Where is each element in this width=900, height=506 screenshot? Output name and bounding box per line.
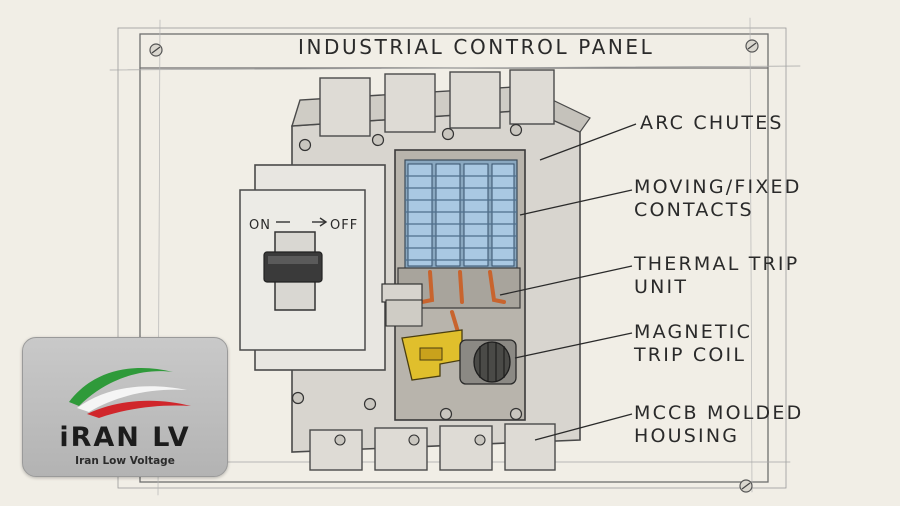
label-magnetic-line-2: TRIP COIL [634, 344, 747, 366]
contacts-assembly [381, 267, 521, 334]
screw-icon [371, 133, 385, 147]
switch-on-label: ON [249, 218, 271, 233]
toggle-switch [263, 217, 328, 311]
label-contacts-line-1: MOVING/FIXED [634, 176, 802, 198]
magnetic-trip-coil [401, 329, 517, 385]
leader-lines [499, 123, 637, 441]
screw-icon [474, 434, 486, 446]
label-housing: MCCB MOLDED HOUSING [634, 402, 803, 448]
screw-icon [334, 434, 346, 446]
logo-brand-text: iRAN LV [59, 422, 191, 453]
label-arc-chutes: ARC CHUTES [640, 112, 784, 135]
diagram-title: INDUSTRIAL CONTROL PANEL [298, 35, 655, 59]
label-housing-line-1: MCCB MOLDED [634, 402, 804, 424]
label-thermal-line-1: THERMAL TRIP [634, 253, 800, 275]
label-contacts: MOVING/FIXED CONTACTS [634, 176, 802, 222]
screw-icon [509, 123, 523, 137]
label-thermal-line-2: UNIT [634, 276, 689, 298]
logo-tagline: Iran Low Voltage [75, 455, 175, 467]
switch-off-label: OFF [330, 218, 359, 233]
screw-icon [298, 138, 312, 152]
label-magnetic-trip: MAGNETIC TRIP COIL [634, 321, 752, 367]
frame-screw-icons [149, 39, 759, 493]
housing-screw-icons [291, 123, 523, 446]
label-thermal-trip: THERMAL TRIP UNIT [634, 253, 799, 299]
label-magnetic-line-1: MAGNETIC [634, 321, 753, 343]
screw-icon [291, 391, 305, 405]
label-arc-chutes-line-1: ARC CHUTES [640, 112, 784, 134]
iran-lv-logo-card: iRAN LV Iran Low Voltage [22, 337, 228, 477]
screw-icon [745, 39, 759, 53]
screw-icon [509, 407, 523, 421]
screw-icon [149, 43, 163, 57]
iran-lv-logo-icon [69, 367, 191, 418]
label-contacts-line-2: CONTACTS [634, 199, 754, 221]
screw-icon [439, 407, 453, 421]
screw-icon [441, 127, 455, 141]
screw-icon [408, 434, 420, 446]
arc-chute-stack [404, 159, 518, 271]
label-housing-line-2: HOUSING [634, 425, 740, 447]
screw-icon [363, 397, 377, 411]
screw-icon [739, 479, 753, 493]
